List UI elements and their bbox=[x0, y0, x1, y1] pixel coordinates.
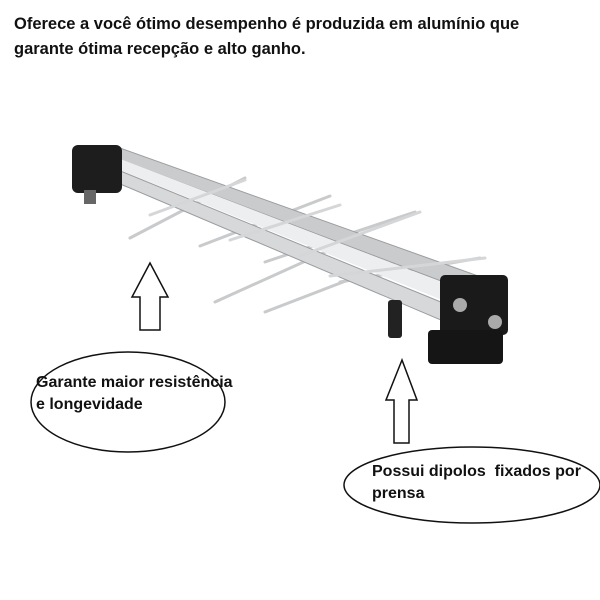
callout-1-line-2: e longevidade bbox=[36, 396, 143, 413]
antenna-image bbox=[72, 145, 508, 364]
callout-2-line-2: prensa bbox=[372, 485, 425, 502]
headline-text: Oferece a você ótimo desempenho é produz… bbox=[14, 12, 594, 62]
headline-line-1: Oferece a você ótimo desempenho é produz… bbox=[14, 15, 520, 33]
callout-bubble-2 bbox=[343, 446, 600, 524]
callout-resistance: Garante maior resistência e longevidade bbox=[36, 372, 233, 416]
callout-2-line-1: Possui dipolos fixados por bbox=[372, 463, 581, 480]
arrow-up-icon bbox=[384, 357, 419, 444]
callout-bubble-1 bbox=[30, 351, 226, 453]
callout-1-line-1: Garante maior resistência bbox=[36, 374, 233, 391]
headline-line-2: garante ótima recepção e alto ganho. bbox=[14, 40, 306, 58]
arrow-up-icon bbox=[130, 261, 170, 331]
callout-dipoles: Possui dipolos fixados por prensa bbox=[372, 461, 581, 505]
